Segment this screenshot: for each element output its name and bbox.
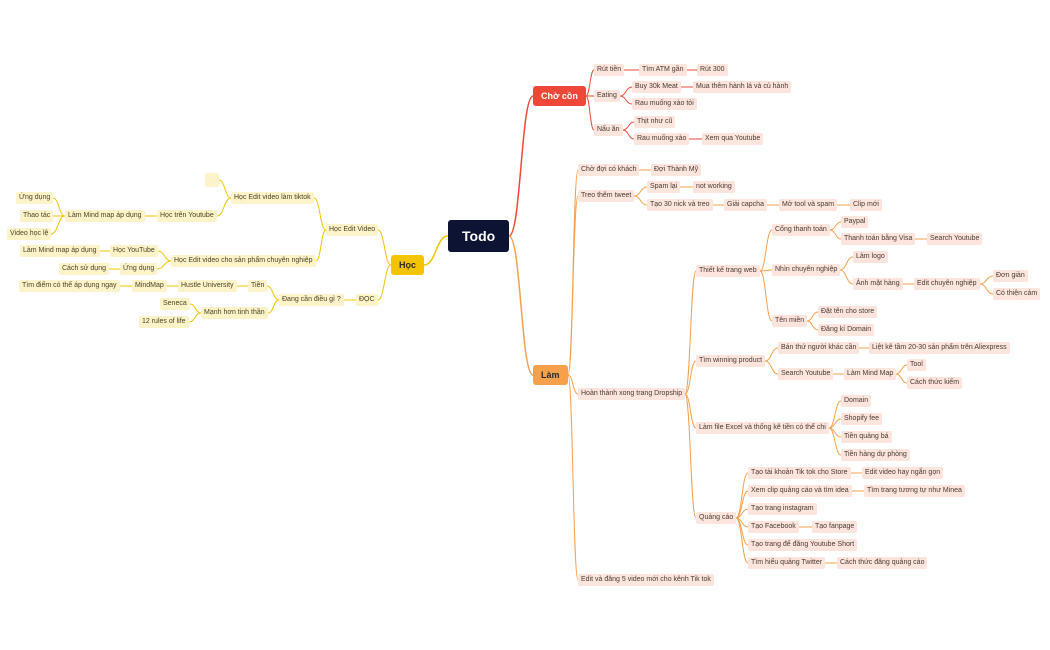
node-tim-trang-minea[interactable]: Tìm trang tương tự như Minea bbox=[864, 485, 965, 497]
node-ung-dung[interactable]: Ứng dụng bbox=[16, 192, 54, 204]
node-paypal[interactable]: Paypal bbox=[841, 216, 869, 228]
node-thanh-toan-visa[interactable]: Thanh toán bằng Visa bbox=[841, 233, 916, 245]
node-dat-ten-store[interactable]: Đặt tên cho store bbox=[818, 306, 878, 318]
root-node[interactable]: Todo bbox=[448, 220, 510, 252]
node-search-youtube-1[interactable]: Search Youtube bbox=[927, 233, 983, 245]
branch-lam[interactable]: Làm bbox=[533, 365, 568, 385]
node-xem-clip-quang-cao[interactable]: Xem clip quảng cáo và tìm idea bbox=[748, 485, 852, 497]
node-clip-moi[interactable]: Clip mới bbox=[850, 199, 882, 211]
node-rau-xao-toi[interactable]: Rau muống xào tỏi bbox=[632, 98, 697, 110]
node-doc[interactable]: ĐỌC bbox=[356, 294, 378, 306]
node-empty-topic[interactable] bbox=[205, 173, 219, 187]
node-cach-thuc-kiem[interactable]: Cách thức kiếm bbox=[907, 377, 963, 389]
node-hustle-university[interactable]: Hustle University bbox=[178, 280, 237, 292]
node-rut-tien[interactable]: Rút tiền bbox=[594, 64, 625, 76]
node-tao-fanpage[interactable]: Tạo fanpage bbox=[812, 521, 858, 533]
node-cong-thanh-toan[interactable]: Cổng thanh toán bbox=[772, 224, 830, 236]
node-hoc-edit-tiktok[interactable]: Học Edit video làm tiktok bbox=[231, 192, 314, 204]
node-search-youtube-2[interactable]: Search Youtube bbox=[778, 368, 834, 380]
node-treo-tweet[interactable]: Treo thêm tweet bbox=[578, 190, 635, 202]
node-manh-hon-tinh-than[interactable]: Mạnh hơn tinh thần bbox=[201, 307, 268, 319]
node-lam-mind-map-ap-dung-2[interactable]: Làm Mind map áp dụng bbox=[20, 245, 100, 257]
node-cho-doi[interactable]: Chờ đợi có khách bbox=[578, 164, 640, 176]
node-dang-ki-domain[interactable]: Đăng kí Domain bbox=[818, 324, 875, 336]
node-lam-mind-map-ap-dung[interactable]: Làm Mind map áp dụng bbox=[65, 210, 145, 222]
node-hoan-thanh-dropship[interactable]: Hoàn thành xong trang Dropship bbox=[578, 388, 686, 400]
node-mindmap[interactable]: MindMap bbox=[132, 280, 167, 292]
node-seneca[interactable]: Seneca bbox=[160, 298, 190, 310]
node-tien[interactable]: Tiền bbox=[248, 280, 268, 292]
node-tim-diem-ap-dung[interactable]: Tìm điểm có thể áp dụng ngay bbox=[19, 280, 120, 292]
node-tien-quang-ba[interactable]: Tiền quảng bá bbox=[841, 431, 892, 443]
node-quang-twitter[interactable]: Tìm hiểu quảng Twitter bbox=[748, 557, 826, 569]
node-youtube-short[interactable]: Tạo trang để đăng Youtube Short bbox=[748, 539, 858, 551]
node-rau-xao[interactable]: Rau muống xào bbox=[634, 133, 690, 145]
node-liet-ke[interactable]: Liệt kê tầm 20-30 sản phẩm trên Aliexpre… bbox=[869, 342, 1010, 354]
node-tao-30-nick[interactable]: Tạo 30 nick và treo bbox=[647, 199, 713, 211]
branch-cho-con[interactable]: Chờ cồn bbox=[533, 86, 586, 106]
node-nau-an[interactable]: Nấu ăn bbox=[594, 124, 623, 136]
node-co-thien-cam[interactable]: Có thiện cảm bbox=[993, 288, 1041, 300]
node-thit[interactable]: Thịt như cũ bbox=[634, 116, 676, 128]
node-domain[interactable]: Domain bbox=[841, 395, 872, 407]
node-rut-300[interactable]: Rút 300 bbox=[697, 64, 728, 76]
node-lam-file-excel[interactable]: Làm file Excel và thống kê tiền có thể c… bbox=[696, 422, 829, 434]
node-thao-tac[interactable]: Thao tác bbox=[20, 210, 54, 222]
branch-hoc[interactable]: Học bbox=[391, 255, 425, 275]
node-tien-hang-du-phong[interactable]: Tiền hàng dự phòng bbox=[841, 449, 910, 461]
node-hoc-edit-san-pham[interactable]: Học Edit video cho sản phẩm chuyên nghiệ… bbox=[171, 255, 316, 267]
node-dang-can[interactable]: Đang cần điều gì ? bbox=[279, 294, 344, 306]
node-quang-cao[interactable]: Quảng cáo bbox=[696, 512, 737, 524]
node-video-hoc-le[interactable]: Video học lệ bbox=[7, 228, 52, 240]
node-hoc-edit-video[interactable]: Học Edit Video bbox=[326, 224, 379, 236]
node-cach-su-dung[interactable]: Cách sử dụng bbox=[59, 263, 109, 275]
node-shopify-fee[interactable]: Shopify fee bbox=[841, 413, 883, 425]
node-edit-tiktok-5-video[interactable]: Edit và đăng 5 video mới cho kênh Tik to… bbox=[578, 574, 714, 586]
node-doi-thanh-my[interactable]: Đợi Thành Mỹ bbox=[651, 164, 702, 176]
node-don-gian[interactable]: Đơn giản bbox=[993, 270, 1028, 282]
node-tao-tiktok-store[interactable]: Tạo tài khoản Tik tok cho Store bbox=[748, 467, 851, 479]
node-tim-winning[interactable]: Tìm winning product bbox=[696, 355, 766, 367]
node-thiet-ke-web[interactable]: Thiết kế trang web bbox=[696, 265, 760, 277]
node-cach-dang-quang-cao[interactable]: Cách thức đăng quảng cáo bbox=[837, 557, 928, 569]
node-ten-mien[interactable]: Tên miền bbox=[772, 315, 808, 327]
node-not-working[interactable]: not working bbox=[693, 181, 735, 193]
node-nhin-chuyen-nghiep[interactable]: Nhìn chuyên nghiệp bbox=[772, 264, 841, 276]
node-tim-atm[interactable]: Tìm ATM gần bbox=[639, 64, 687, 76]
node-lam-mind-map[interactable]: Làm Mind Map bbox=[844, 368, 897, 380]
node-eating[interactable]: Eating bbox=[594, 90, 620, 102]
node-anh-mat-hang[interactable]: Ảnh mặt hàng bbox=[853, 278, 903, 290]
node-buy-meat[interactable]: Buy 30k Meat bbox=[632, 81, 681, 93]
node-tao-instagram[interactable]: Tạo trang instagram bbox=[748, 503, 817, 515]
node-spam-lai[interactable]: Spam lại bbox=[647, 181, 681, 193]
node-edit-chuyen-nghiep[interactable]: Edit chuyên nghiệp bbox=[914, 278, 980, 290]
node-edit-video-ngan[interactable]: Edit video hay ngắn gọn bbox=[862, 467, 944, 479]
node-mua-hanh[interactable]: Mua thêm hành lá và củ hành bbox=[693, 81, 792, 93]
node-ung-dung-2[interactable]: Ứng dụng bbox=[120, 263, 158, 275]
node-hoc-tren-youtube[interactable]: Học trên Youtube bbox=[157, 210, 217, 222]
node-lam-logo[interactable]: Làm logo bbox=[853, 251, 888, 263]
node-ban-thu[interactable]: Bán thứ người khác cần bbox=[778, 342, 860, 354]
node-xem-youtube[interactable]: Xem qua Youtube bbox=[702, 133, 764, 145]
node-mo-tool[interactable]: Mở tool và spam bbox=[779, 199, 838, 211]
node-tao-facebook[interactable]: Tạo Facebook bbox=[748, 521, 799, 533]
node-giai-capcha[interactable]: Giải capcha bbox=[724, 199, 767, 211]
node-hoc-youtube[interactable]: Học YouTube bbox=[110, 245, 158, 257]
node-tool[interactable]: Tool bbox=[907, 359, 926, 371]
node-12-rules[interactable]: 12 rules of life bbox=[139, 316, 189, 328]
